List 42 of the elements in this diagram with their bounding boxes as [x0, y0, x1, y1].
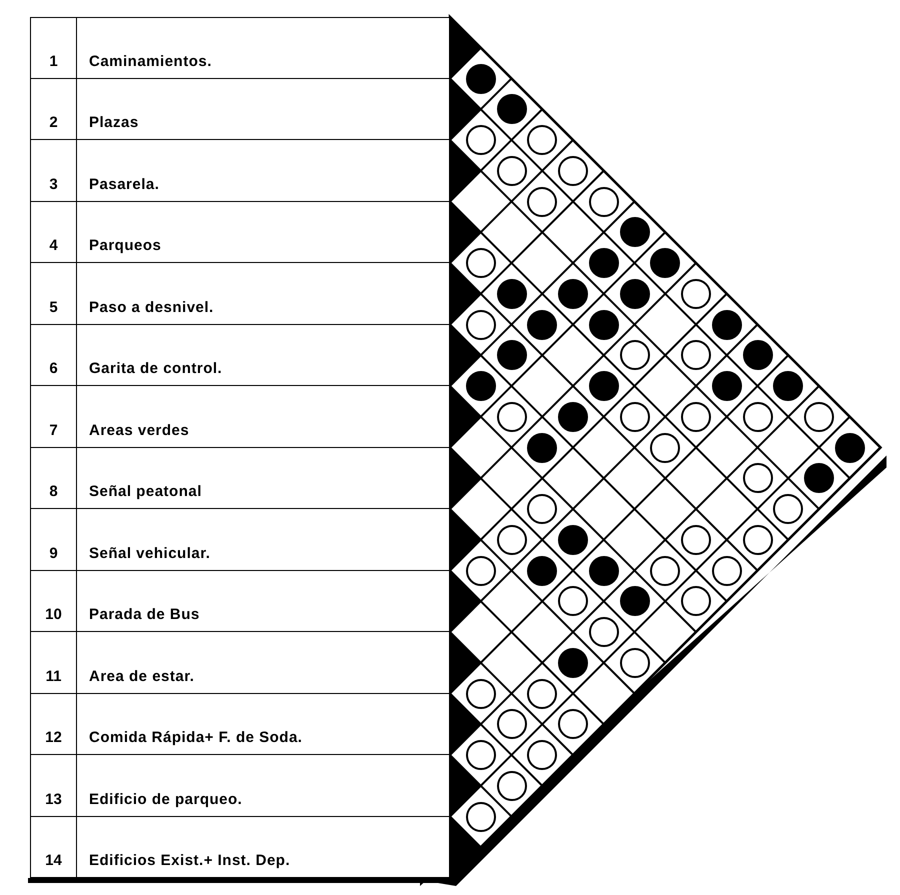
row-label: Señal peatonal — [89, 483, 202, 500]
row-number: 6 — [48, 360, 59, 377]
table-row — [30, 386, 450, 448]
row-label: Area de estar. — [89, 668, 194, 684]
row-number: 9 — [48, 544, 59, 562]
table-row — [30, 694, 450, 755]
row-number: 5 — [48, 298, 59, 316]
table-row — [30, 263, 450, 324]
row-label: Garita de control. — [89, 360, 222, 377]
table-row — [30, 755, 450, 816]
row-number: 7 — [48, 422, 59, 438]
row-label: Edificios Exist.+ Inst. Dep. — [89, 852, 290, 869]
row-label: Caminamientos. — [89, 52, 212, 70]
table-row — [30, 78, 450, 140]
row-label: Plazas — [89, 114, 139, 131]
table-row — [30, 509, 450, 570]
table-row — [30, 816, 450, 878]
table-row — [30, 140, 450, 202]
table-row — [30, 632, 450, 694]
row-label: Areas verdes — [89, 422, 190, 438]
table-row — [30, 17, 450, 78]
row-number: 10 — [44, 606, 63, 623]
row-label: Parqueos — [89, 237, 162, 254]
row-label: Edificio de parqueo. — [89, 790, 242, 808]
row-number: 14 — [44, 852, 63, 869]
table-row — [30, 202, 450, 263]
row-label: Parada de Bus — [89, 606, 200, 623]
row-label: Paso a desnivel. — [89, 298, 214, 316]
table-row — [30, 570, 450, 632]
row-number: 11 — [44, 668, 62, 684]
table-row — [30, 324, 450, 386]
row-label: Señal vehicular. — [89, 544, 210, 562]
row-number: 3 — [48, 176, 59, 192]
row-number: 13 — [44, 790, 63, 808]
row-number: 8 — [48, 483, 59, 500]
row-number: 1 — [48, 52, 59, 70]
row-label: Comida Rápida+ F. de Soda. — [89, 729, 302, 746]
row-number: 12 — [44, 729, 63, 746]
row-label: Pasarela. — [89, 176, 160, 192]
table-row — [30, 448, 450, 509]
row-number: 4 — [48, 237, 59, 254]
row-number: 2 — [48, 114, 59, 131]
